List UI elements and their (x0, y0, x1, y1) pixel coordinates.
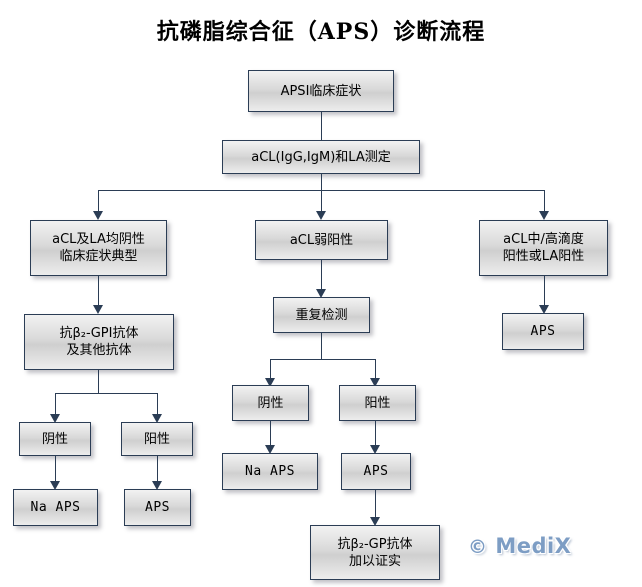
arrow-to-right-branch (539, 211, 549, 220)
connector-to-mid-negative (270, 359, 271, 379)
arrow-left-to-b2gpi (93, 305, 103, 314)
arrow-midpos-to-confirm (370, 517, 380, 526)
arrow-to-mid-positive (370, 378, 380, 387)
node-branch-left[interactable]: aCL及LA均阴性 临床症状典型 (30, 220, 167, 276)
copyright-icon: © (468, 536, 488, 558)
connector-to-middle-branch (321, 190, 322, 212)
connector-b2gpi-down (98, 370, 99, 393)
connector-test-down (321, 174, 322, 190)
arrow-midpos-to-result (370, 445, 380, 454)
connector-right-to-result (544, 276, 545, 306)
connector-middle-to-repeat (321, 260, 322, 290)
connector-repeat-down (321, 333, 322, 359)
node-confirm-b2gp[interactable]: 抗β₂-GP抗体 加以证实 (310, 525, 440, 580)
arrow-to-left-branch (93, 211, 103, 220)
arrow-leftpos-to-result (152, 481, 162, 490)
node-mid-positive[interactable]: 阳性 (339, 385, 416, 421)
arrow-right-to-result (539, 305, 549, 314)
node-left-neg-result[interactable]: Na APS (13, 489, 98, 526)
connector-midneg-to-result (270, 421, 271, 446)
node-left-pos-result[interactable]: APS (124, 489, 191, 526)
arrow-to-middle-branch (316, 211, 326, 220)
connector-left-split-bar (55, 393, 158, 394)
node-repeat-test[interactable]: 重复检测 (273, 297, 370, 333)
arrow-leftneg-to-result (50, 481, 60, 490)
connector-midpos-to-result (375, 421, 376, 446)
connector-left-to-b2gpi (98, 276, 99, 306)
node-branch-right[interactable]: aCL中/高滴度 阳性或LA阳性 (479, 220, 608, 276)
connector-aps-to-test (321, 112, 322, 140)
connector-to-left-positive (157, 393, 158, 415)
arrow-to-left-positive (152, 414, 162, 423)
connector-to-mid-positive (375, 359, 376, 379)
node-anti-b2gpi[interactable]: 抗β₂-GPⅠ抗体 及其他抗体 (24, 314, 174, 370)
arrow-middle-to-repeat (316, 289, 326, 298)
connector-midpos-to-confirm (375, 490, 376, 518)
node-mid-neg-result[interactable]: Na APS (222, 453, 318, 490)
node-left-negative[interactable]: 阴性 (19, 422, 91, 456)
node-acl-la-test[interactable]: aCL(IgG,IgM)和LA测定 (222, 140, 420, 174)
connector-to-left-branch (98, 190, 99, 212)
node-right-result[interactable]: APS (502, 313, 584, 350)
arrow-to-mid-negative (265, 378, 275, 387)
connector-middle-split-bar (270, 359, 375, 360)
page-title: 抗磷脂综合征（APS）诊断流程 (156, 19, 486, 45)
watermark-brand: MediX (495, 534, 572, 558)
node-branch-middle[interactable]: aCL弱阳性 (255, 220, 388, 260)
connector-to-right-branch (544, 190, 545, 212)
connector-leftneg-to-result (55, 456, 56, 482)
node-left-positive[interactable]: 阳性 (121, 422, 193, 456)
node-mid-negative[interactable]: 阴性 (232, 385, 309, 421)
node-mid-pos-result[interactable]: APS (341, 453, 411, 490)
connector-leftpos-to-result (157, 456, 158, 482)
arrow-to-left-negative (50, 414, 60, 423)
connector-to-left-negative (55, 393, 56, 415)
node-aps-clinical[interactable]: APSI临床症状 (248, 70, 394, 112)
arrow-midneg-to-result (265, 445, 275, 454)
watermark: © MediX (468, 534, 571, 558)
